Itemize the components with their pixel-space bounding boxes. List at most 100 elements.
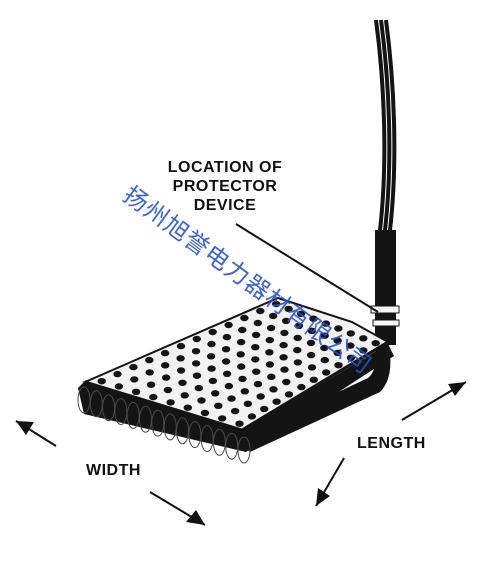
- perforation-hole: [227, 395, 236, 402]
- perforation-hole: [294, 322, 304, 329]
- protector-label-line-3: DEVICE: [193, 197, 257, 214]
- perforation-hole: [267, 373, 276, 380]
- perforation-hole: [346, 342, 355, 349]
- perforation-hole: [320, 344, 329, 352]
- coil-ring: [102, 394, 116, 422]
- perforation-hole: [221, 346, 231, 353]
- perforation-hole: [306, 351, 316, 359]
- perforation-hole: [247, 413, 257, 420]
- perforation-hole: [240, 314, 249, 322]
- perforation-hole: [293, 346, 302, 354]
- perforation-hole: [359, 335, 368, 342]
- protector-label-line-1: LOCATION OF: [167, 159, 283, 176]
- perforation-hole: [237, 363, 246, 370]
- perforation-hole: [192, 335, 201, 343]
- power-cord: [374, 19, 397, 345]
- perforation-hole: [145, 356, 154, 364]
- coil-ring: [200, 425, 214, 452]
- perforation-hole: [346, 354, 356, 361]
- perforation-hole: [191, 348, 201, 355]
- perforation-hole: [279, 354, 288, 361]
- perforation-hole: [222, 370, 232, 377]
- coil-rings: [77, 386, 251, 464]
- coil-ring: [188, 421, 202, 449]
- perforation-hole: [180, 392, 189, 399]
- perforation-hole: [114, 383, 124, 390]
- perforation-hole: [163, 386, 173, 394]
- perforation-hole: [280, 366, 289, 373]
- perforation-holes: [97, 300, 380, 427]
- perforation-hole: [297, 383, 306, 391]
- perforation-hole: [236, 351, 245, 358]
- perforation-hole: [235, 420, 244, 427]
- perforation-hole: [322, 369, 331, 376]
- perforation-hole: [238, 375, 247, 383]
- perforation-hole: [218, 415, 227, 422]
- perforation-hole: [160, 349, 170, 357]
- perforation-hole: [293, 334, 302, 342]
- perforation-hole: [236, 338, 246, 346]
- perforation-hole: [130, 376, 139, 383]
- perforation-hole: [256, 307, 265, 315]
- perforation-hole: [252, 368, 261, 375]
- perforation-hole: [178, 379, 187, 386]
- perforation-hole: [260, 405, 269, 413]
- perforation-hole: [197, 397, 206, 404]
- perforation-hole: [320, 332, 329, 339]
- perforation-hole: [269, 386, 278, 393]
- coil-ring: [114, 398, 128, 425]
- perforation-hole: [183, 404, 192, 411]
- perforation-hole: [309, 315, 318, 322]
- perforation-hole: [207, 365, 216, 372]
- perforation-hole: [272, 300, 281, 308]
- length-dimension: [315, 381, 467, 507]
- perforation-hole: [145, 369, 154, 376]
- perforation-hole: [333, 349, 342, 357]
- perforation-hole: [334, 325, 343, 332]
- protector-location-label: LOCATION OF PROTECTOR DEVICE: [150, 158, 300, 215]
- perforation-hole: [334, 362, 343, 369]
- perforation-hole: [206, 353, 216, 360]
- coil-ring: [126, 401, 140, 429]
- perforation-hole: [253, 380, 263, 388]
- perforation-hole: [176, 342, 186, 350]
- perforation-hole: [207, 340, 216, 348]
- perforation-hole: [146, 381, 156, 388]
- perforation-hole: [265, 349, 274, 356]
- perforation-hole: [113, 370, 122, 378]
- perforation-hole: [191, 360, 201, 367]
- coil-ring: [89, 390, 103, 418]
- perforation-hole: [161, 374, 171, 381]
- perforation-hole: [176, 367, 186, 374]
- perforation-hole: [295, 371, 304, 378]
- coil-ring: [176, 417, 189, 445]
- perforation-hole: [284, 391, 294, 398]
- perforation-hole: [214, 402, 223, 409]
- perforation-hole: [192, 372, 202, 379]
- perforation-hole: [293, 359, 302, 366]
- coil-ring: [139, 405, 152, 433]
- perforation-hole: [306, 339, 316, 347]
- perforation-hole: [230, 407, 240, 415]
- perforation-hole: [129, 363, 138, 371]
- perforation-hole: [371, 340, 380, 347]
- perforation-hole: [346, 330, 355, 337]
- perforation-hole: [222, 333, 232, 341]
- perforation-hole: [265, 361, 275, 368]
- perforation-hole: [282, 378, 291, 386]
- perforation-hole: [266, 324, 276, 332]
- perforation-hole: [176, 355, 185, 362]
- protector-band: [370, 305, 400, 327]
- perforation-hole: [224, 321, 233, 329]
- protector-label-line-2: PROTECTOR: [172, 178, 278, 195]
- perforation-hole: [251, 356, 260, 363]
- perforation-hole: [281, 317, 291, 325]
- perforation-hole: [208, 377, 218, 385]
- perforation-hole: [149, 393, 158, 401]
- perforated-top-plate: [82, 296, 390, 432]
- perforation-hole: [97, 378, 106, 385]
- perforation-hole: [208, 328, 217, 336]
- perforation-hole: [307, 364, 317, 371]
